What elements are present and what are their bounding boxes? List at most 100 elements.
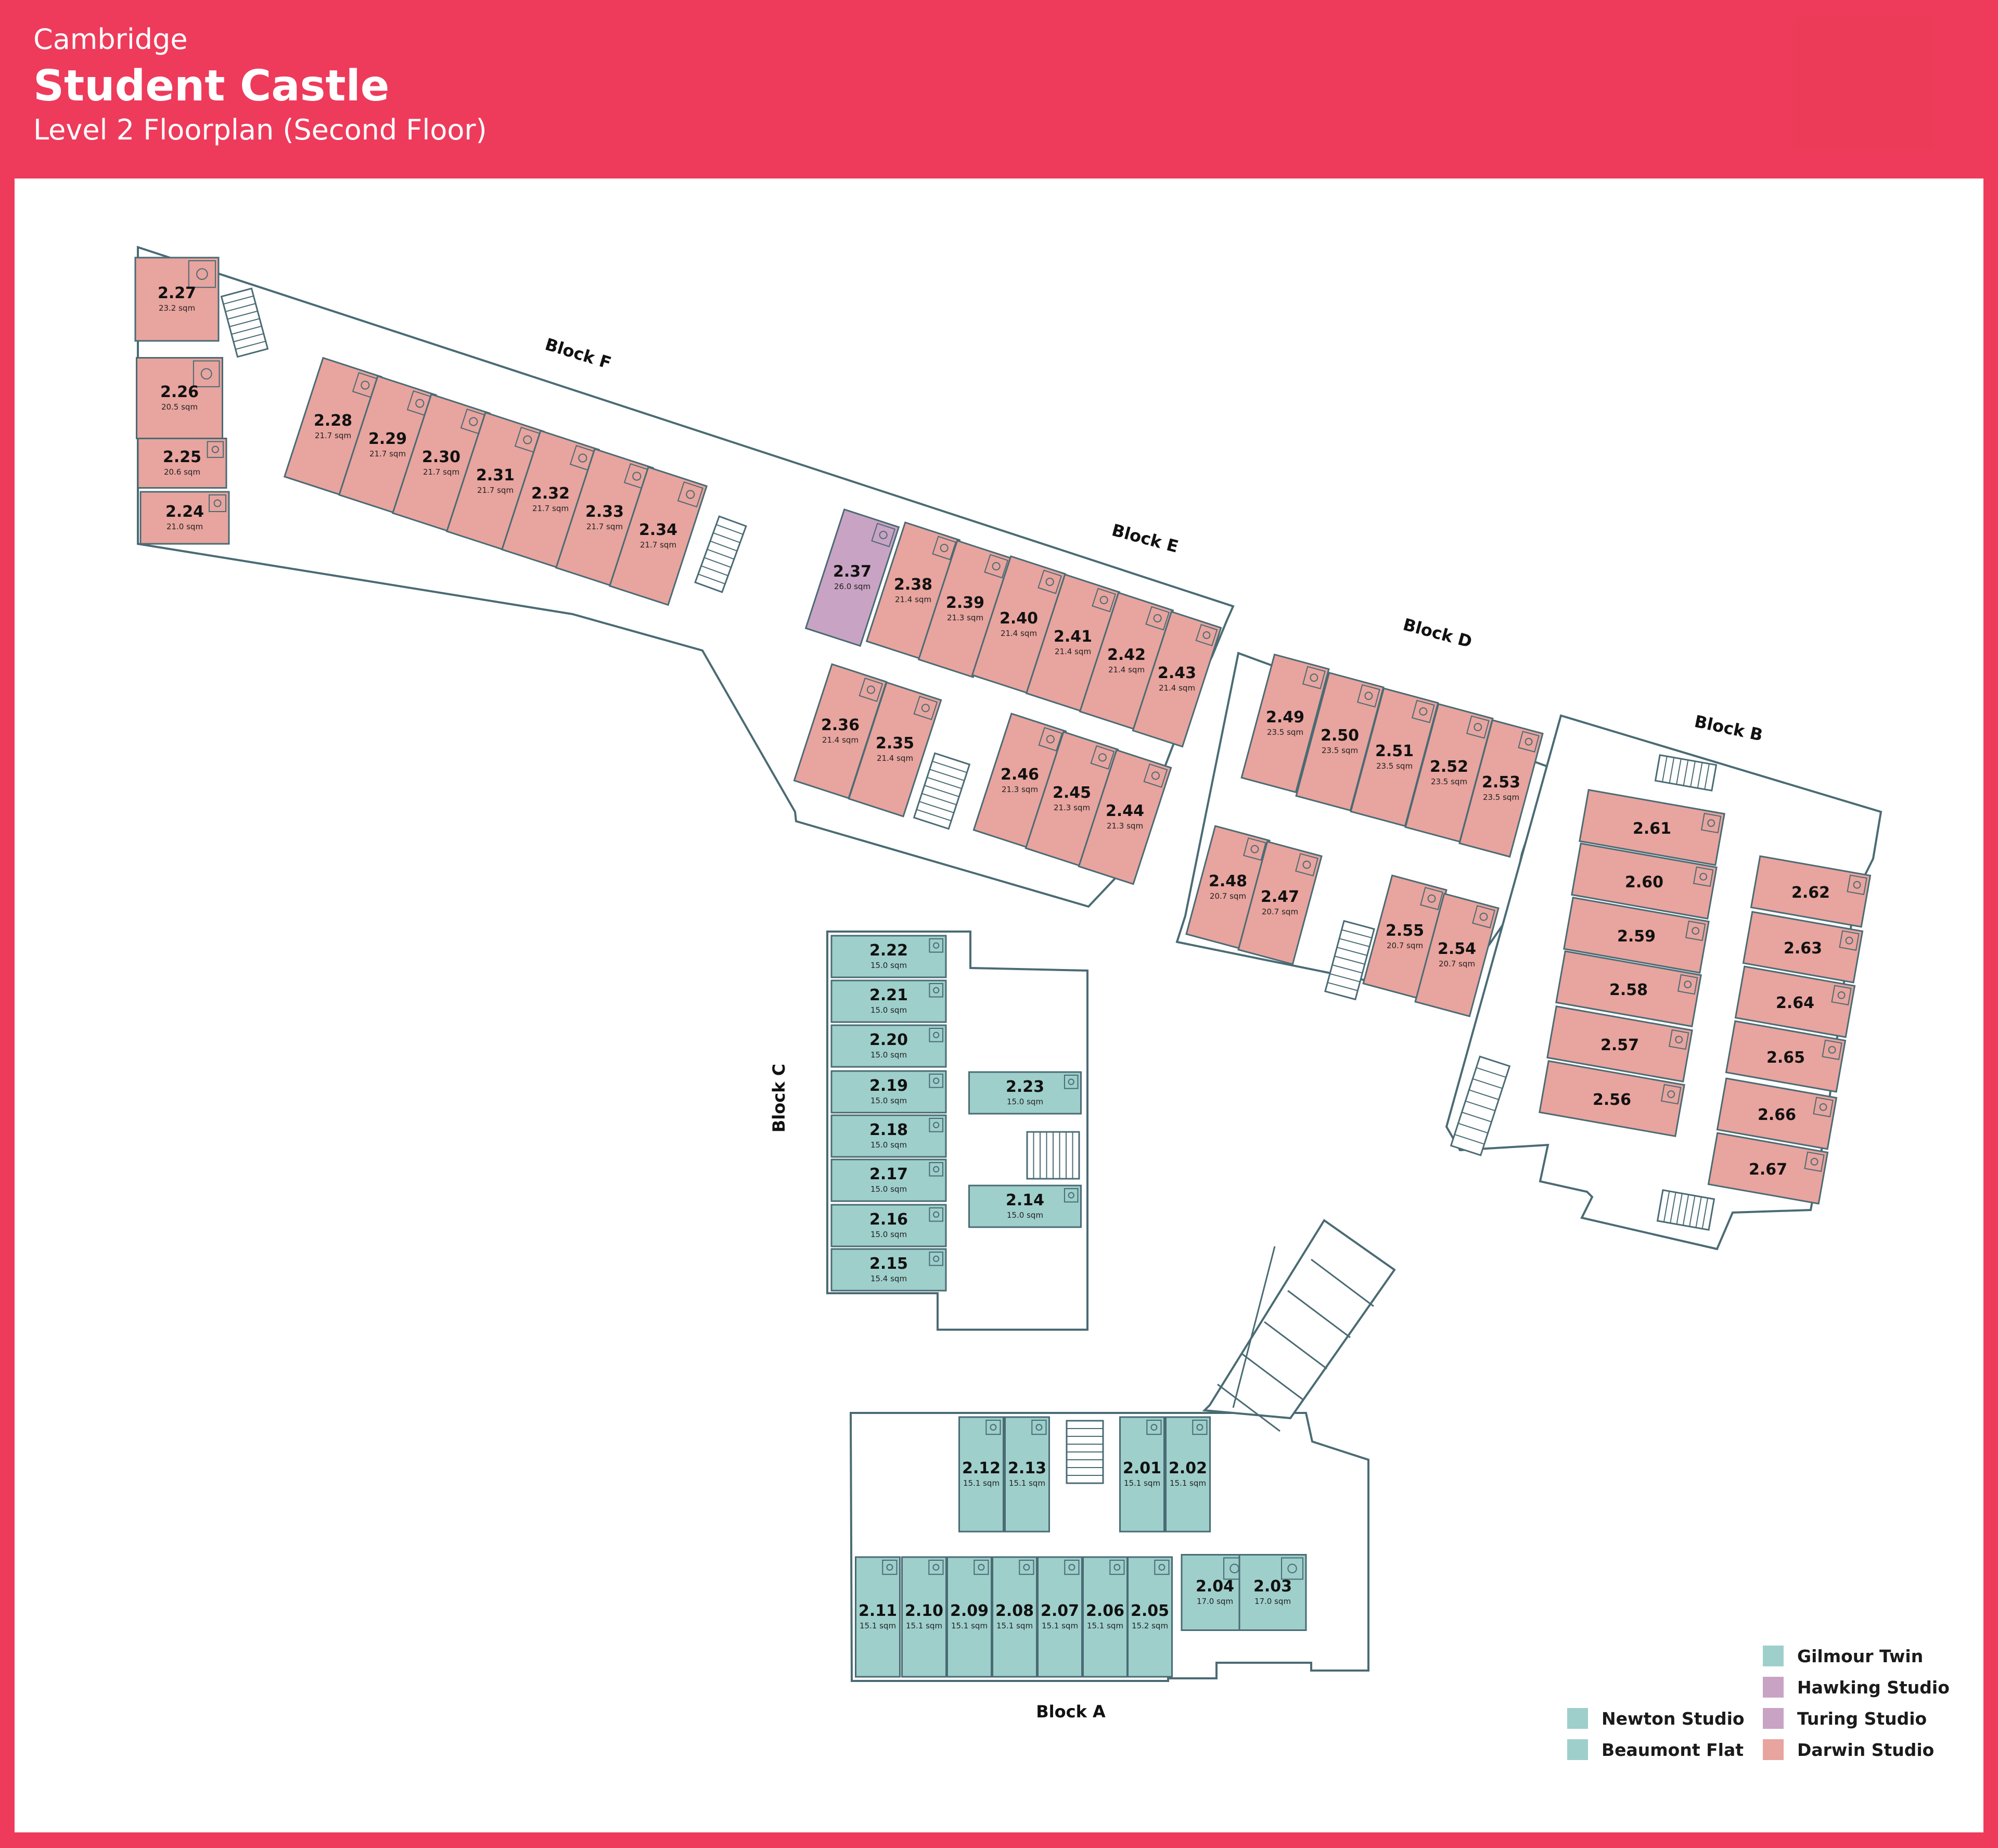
block-label-f: Block F [543,334,613,373]
room-number: 2.42 [1107,646,1146,664]
bathroom-pod [1195,624,1218,646]
room-area: 21.4 sqm [877,754,913,763]
toilet-icon [933,1255,940,1262]
room-fill [946,1556,992,1678]
bathroom-pod [1466,715,1490,739]
toilet-icon [1068,1078,1074,1085]
toilet-icon [1479,912,1488,921]
block-label-a: Block A [1036,1702,1106,1722]
bathroom-pod [882,1560,898,1575]
toilet-icon [990,1424,997,1431]
room-2-20 [830,1024,947,1068]
room-number: 2.26 [160,383,199,401]
room-fill [848,681,942,818]
room-fill [1563,897,1710,974]
room-number: 2.56 [1593,1091,1631,1109]
room-2-23 [968,1071,1082,1115]
toilet-icon [1707,819,1715,827]
room-2-65 [1725,1020,1847,1093]
toilet-icon [1667,1090,1675,1099]
toilet-icon [1427,894,1436,903]
room-area: 17.0 sqm [1254,1597,1291,1606]
stair-core [220,287,269,358]
room-number: 2.45 [1053,784,1091,802]
room-area: 21.3 sqm [1054,803,1090,812]
bathroom-pod [1813,1097,1834,1117]
room-number: 2.35 [876,734,914,753]
room-number: 2.18 [869,1121,908,1139]
bathroom-pod [932,536,957,560]
room-fill [1238,1554,1307,1631]
bathroom-pod [1038,727,1063,751]
toilet-icon [686,490,695,499]
room-fill [968,1184,1082,1228]
toilet-icon [886,1564,893,1571]
bathroom-pod [1295,853,1318,876]
room-area: 15.0 sqm [870,1230,907,1239]
room-number: 2.16 [869,1210,908,1229]
room-area: 17.0 sqm [1197,1597,1233,1606]
room-number: 2.39 [946,594,984,612]
toilet-icon [1692,927,1700,935]
room-fill [830,935,947,978]
room-fill [1571,843,1718,920]
room-2-02 [1165,1416,1211,1533]
room-area: 20.7 sqm [1262,907,1298,916]
room-area: 20.5 sqm [161,402,198,412]
bathroom-pod [928,1560,944,1575]
room-2-21 [830,979,947,1023]
room-2-57 [1546,1005,1693,1082]
bathroom-pod [974,1560,989,1575]
toilet-icon [1828,1046,1836,1054]
room-2-14 [968,1184,1082,1228]
room-number: 2.17 [869,1165,908,1183]
bathroom-pod [929,983,944,998]
toilet-icon [932,1564,940,1571]
room-number: 2.14 [1006,1191,1044,1209]
legend-swatch-newton [1567,1708,1588,1729]
room-2-64 [1734,965,1856,1038]
room-number: 2.58 [1609,981,1648,999]
legend-label-hawking: Hawking Studio [1797,1677,1950,1698]
room-area: 21.7 sqm [423,467,459,477]
bathroom-pod [1518,731,1540,753]
room-area: 15.1 sqm [860,1621,896,1630]
room-area: 15.1 sqm [1009,1479,1045,1488]
room-label: 2.59 [1617,927,1656,946]
bathroom-pod [1281,1557,1303,1580]
bathroom-pod [1143,763,1168,788]
room-area: 20.7 sqm [1210,891,1246,901]
room-fill [1725,1020,1847,1093]
room-fill [830,1024,947,1068]
room-number: 2.49 [1266,708,1304,727]
room-area: 23.5 sqm [1431,777,1467,786]
toilet-icon [1525,737,1533,746]
room-number: 2.59 [1617,927,1656,946]
page-title: Student Castle [33,61,390,111]
toilet-icon [361,380,370,390]
room-2-10 [901,1556,947,1678]
stair-core [913,752,971,830]
bathroom-pod [209,494,226,512]
room-fill [830,1248,947,1292]
room-fill [1707,1132,1829,1205]
room-2-53 [1458,719,1544,858]
room-number: 2.63 [1784,939,1822,958]
room-number: 2.32 [531,485,570,503]
bathroom-pod [1472,905,1495,928]
